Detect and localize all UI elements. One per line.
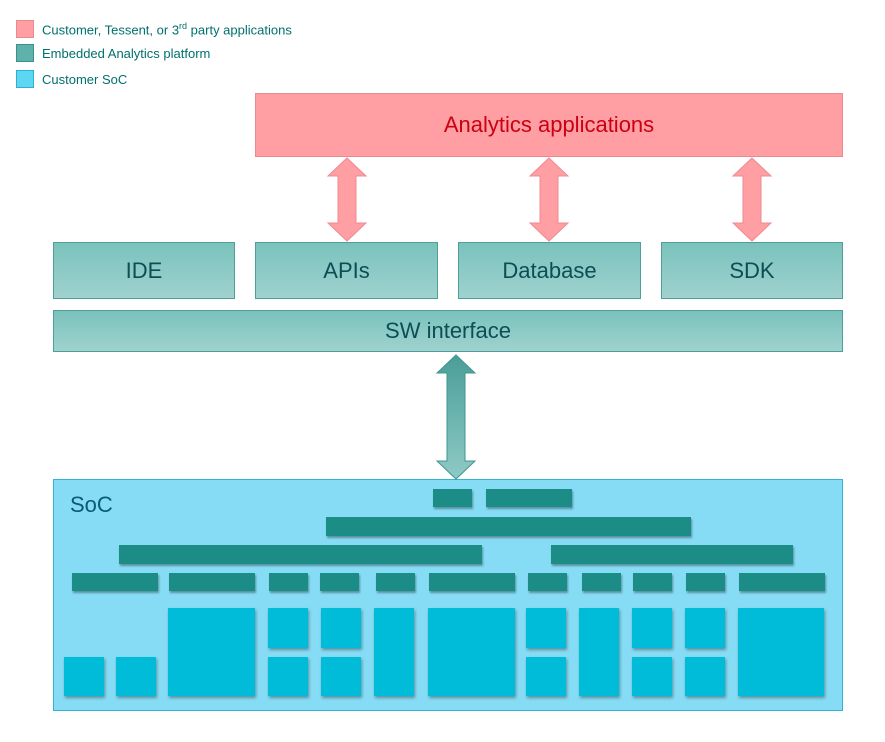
soc-bar — [739, 573, 825, 591]
soc-bar — [169, 573, 255, 591]
double-arrow-apis — [326, 157, 368, 242]
soc-block — [321, 657, 361, 696]
soc-bar — [376, 573, 415, 591]
soc-block — [64, 657, 104, 696]
legend-item-platform: Embedded Analytics platform — [16, 44, 210, 62]
soc-bar — [433, 489, 472, 507]
soc-block — [685, 608, 725, 648]
soc-label: SoC — [70, 492, 113, 517]
legend-swatch-platform — [16, 44, 34, 62]
soc-block — [116, 657, 156, 696]
sdk-box: SDK — [661, 242, 843, 299]
soc-bar — [429, 573, 515, 591]
database-label: Database — [502, 257, 597, 283]
database-box: Database — [458, 242, 641, 299]
sw-interface-box: SW interface — [53, 310, 843, 352]
soc-block — [428, 608, 515, 696]
soc-block — [632, 657, 672, 696]
legend-swatch-soc — [16, 70, 34, 88]
double-arrow-sdk — [731, 157, 773, 242]
soc-block — [685, 657, 725, 696]
ide-label: IDE — [125, 257, 163, 283]
soc-bar — [72, 573, 158, 591]
soc-block — [268, 608, 308, 648]
soc-bar — [686, 573, 725, 591]
legend-label-platform: Embedded Analytics platform — [42, 45, 211, 61]
soc-bar — [326, 517, 691, 536]
soc-block — [321, 608, 361, 648]
soc-block — [579, 608, 619, 696]
sw-interface-label: SW interface — [385, 318, 511, 343]
soc-block — [168, 608, 255, 696]
soc-block — [738, 608, 824, 696]
legend-swatch-applications — [16, 20, 34, 38]
legend-item-applications: Customer, Tessent, or 3rd party applicat… — [16, 20, 292, 38]
soc-bar — [582, 573, 621, 591]
soc-block — [374, 608, 414, 696]
legend-label-soc: Customer SoC — [42, 71, 128, 87]
apis-label: APIs — [323, 257, 370, 283]
legend-item-soc: Customer SoC — [16, 70, 127, 88]
analytics-applications-label: Analytics applications — [443, 112, 655, 137]
soc-block — [526, 657, 566, 696]
soc-bar — [551, 545, 793, 564]
double-arrow-database — [528, 157, 570, 242]
legend-label-applications: Customer, Tessent, or 3rd party applicat… — [42, 20, 292, 38]
double-arrow-soc — [435, 354, 477, 480]
sdk-label: SDK — [729, 257, 775, 283]
soc-bar — [320, 573, 359, 591]
soc-bar — [119, 545, 482, 564]
soc-block — [268, 657, 308, 696]
analytics-applications-box: Analytics applications — [255, 93, 843, 157]
soc-bar — [269, 573, 308, 591]
soc-bar — [486, 489, 572, 507]
ide-box: IDE — [53, 242, 235, 299]
apis-box: APIs — [255, 242, 438, 299]
soc-bar — [633, 573, 672, 591]
soc-block — [632, 608, 672, 648]
soc-bar — [528, 573, 567, 591]
soc-block — [526, 608, 566, 648]
soc-box: SoC — [53, 479, 843, 711]
